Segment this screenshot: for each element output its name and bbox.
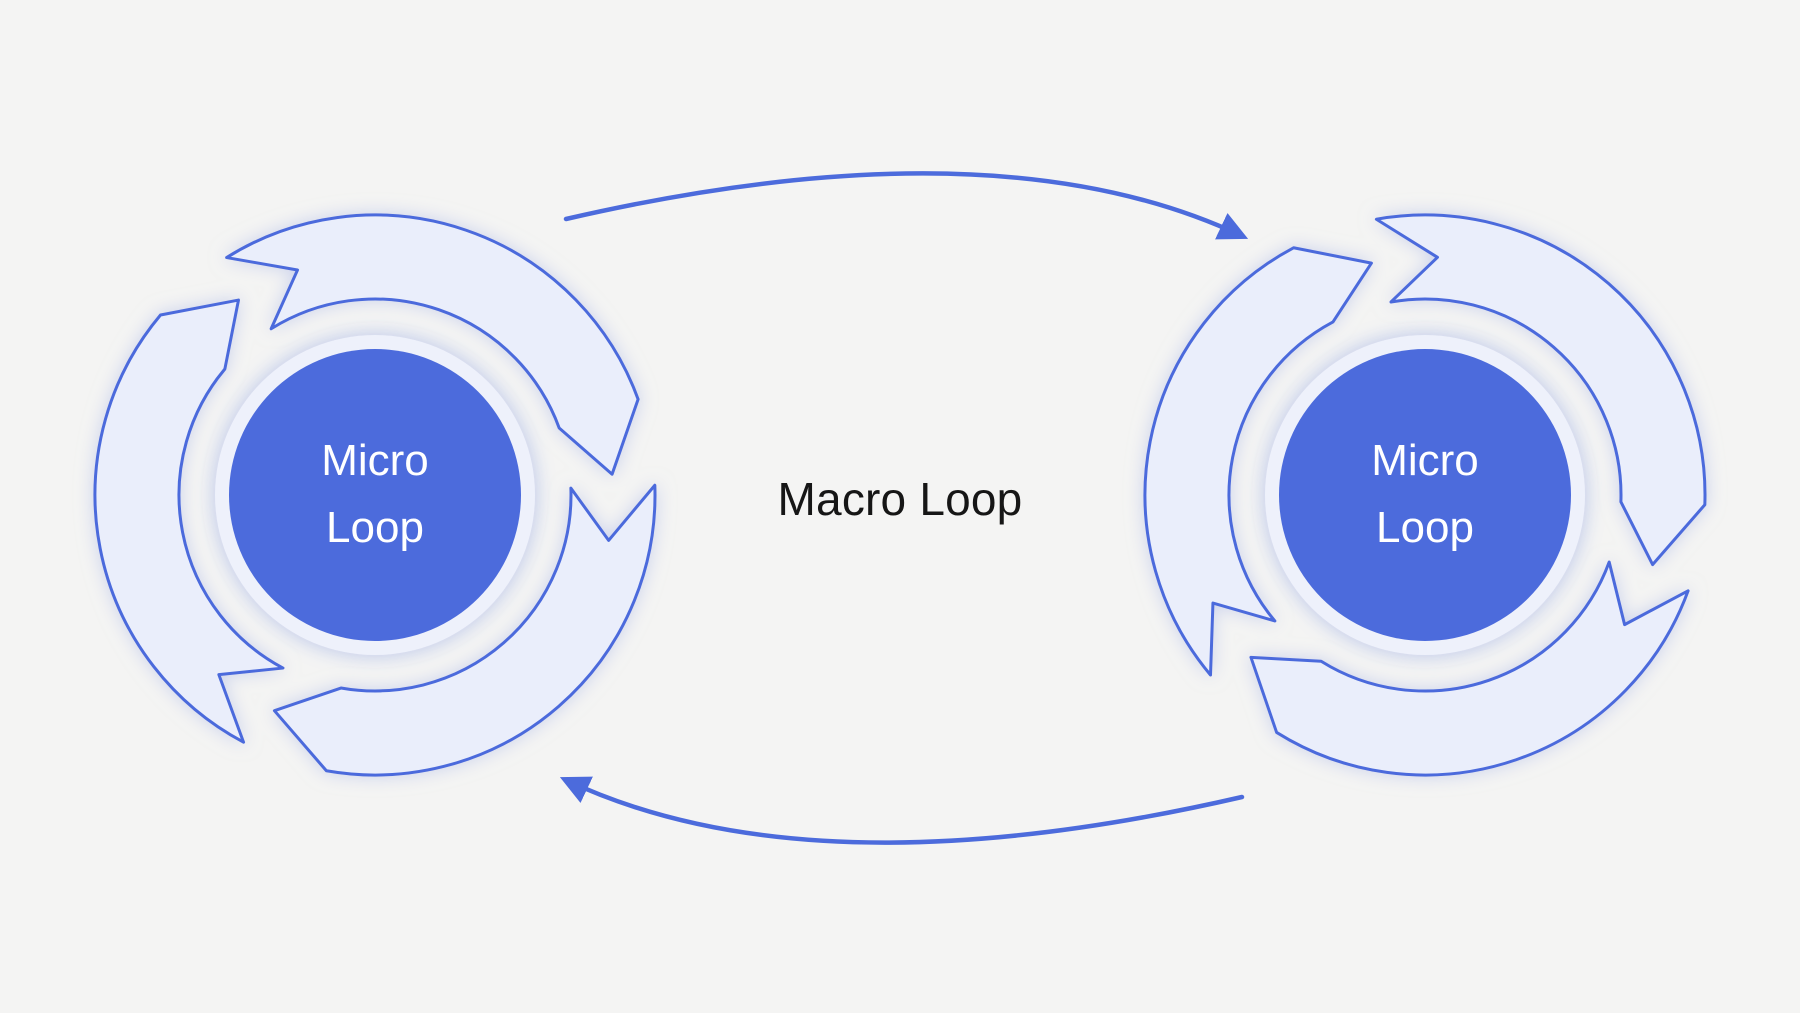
- micro-loop-right-ring: [1143, 213, 1707, 777]
- micro-loop-left-arrow-segment-3[interactable]: [93, 298, 285, 744]
- micro-loop-left-ring: [93, 213, 657, 777]
- macro-arrow-bottom[interactable]: [559, 776, 1245, 845]
- macro-arrow-top[interactable]: [563, 171, 1249, 240]
- micro-loop-left[interactable]: [93, 213, 657, 777]
- micro-loop-right[interactable]: [1143, 213, 1707, 777]
- micro-loop-right-arrow-segment-2[interactable]: [1249, 560, 1690, 777]
- micro-loop-right-core-circle[interactable]: [1279, 349, 1571, 641]
- micro-loops-layer: [93, 213, 1707, 777]
- micro-loop-left-arrow-segment-1[interactable]: [225, 213, 640, 476]
- micro-loop-right-arrow-segment-3[interactable]: [1143, 246, 1373, 677]
- macro-arrows-layer: [559, 171, 1249, 845]
- micro-loop-right-arrow-segment-1[interactable]: [1374, 213, 1707, 567]
- micro-loop-left-core-circle[interactable]: [229, 349, 521, 641]
- micro-loop-left-arrow-segment-2[interactable]: [272, 483, 657, 777]
